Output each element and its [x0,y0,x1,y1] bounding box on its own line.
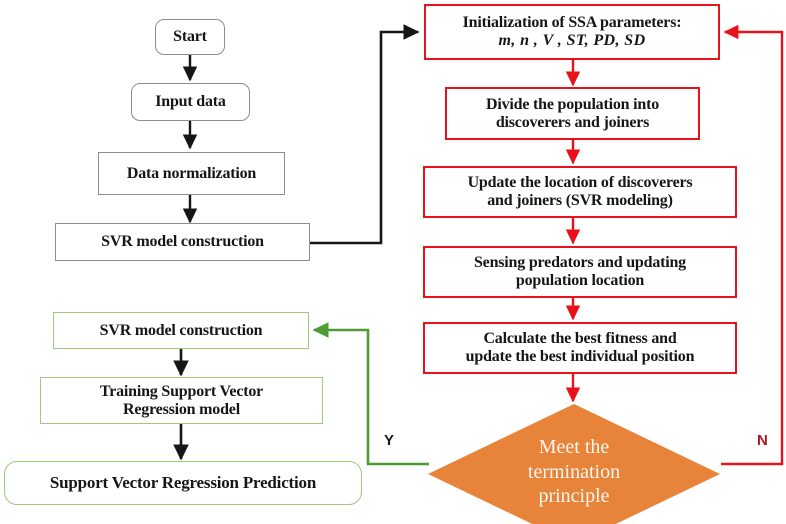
node-initialization[interactable]: Initialization of SSA parameters: m, n ,… [424,4,720,60]
node-calculate-fitness-line1: Calculate the best fitness and [483,330,677,348]
node-data-normalization[interactable]: Data normalization [98,152,285,195]
node-calculate-fitness[interactable]: Calculate the best fitness and update th… [423,322,737,374]
node-sensing-predators[interactable]: Sensing predators and updating populatio… [423,246,737,298]
node-svr-model-construction-top-label: SVR model construction [101,233,264,251]
node-divide-population[interactable]: Divide the population into discoverers a… [445,87,700,140]
node-svr-prediction[interactable]: Support Vector Regression Prediction [4,461,362,505]
node-training-svr-line1: Training Support Vector [99,382,264,400]
node-sensing-predators-line1: Sensing predators and updating [473,254,686,272]
node-input-data-label: Input data [155,93,226,111]
node-svr-model-construction-bottom-label: SVR model construction [99,321,263,339]
decision-line3: principle [538,485,610,508]
node-divide-population-line2: discoverers and joiners [495,113,650,131]
node-update-location-line1: Update the location of discoverers [467,174,693,192]
node-decision-termination-label: Meet the termination principle [528,435,620,512]
node-input-data[interactable]: Input data [131,83,250,121]
node-data-normalization-label: Data normalization [126,164,257,182]
node-svr-model-construction-bottom[interactable]: SVR model construction [53,312,309,349]
node-divide-population-line1: Divide the population into [485,95,660,113]
node-calculate-fitness-line2: update the best individual position [465,348,695,365]
node-update-location-line2: and joiners (SVR modeling) [487,192,673,209]
node-training-svr-line2: Regression model [123,400,240,418]
node-update-location[interactable]: Update the location of discoverers and j… [423,166,737,218]
node-initialization-line1: Initialization of SSA parameters: [462,14,682,32]
edge-svr-to-initialization [310,24,420,245]
node-svr-model-construction-top[interactable]: SVR model construction [55,223,310,261]
node-training-svr[interactable]: Training Support Vector Regression model [40,377,323,424]
decision-line1: Meet the [538,436,610,459]
edge-decision-yes-branch [312,322,429,466]
node-start-label: Start [173,28,207,46]
node-sensing-predators-line2: population location [515,272,645,289]
decision-line2: termination [527,460,621,483]
edge-label-yes: Y [384,432,395,449]
edge-label-no: N [757,432,768,449]
node-initialization-parameters: m, n , V , ST, PD, SD [498,32,646,49]
node-decision-termination[interactable]: Meet the termination principle [428,404,720,524]
node-svr-prediction-label: Support Vector Regression Prediction [49,473,317,493]
node-start[interactable]: Start [155,19,225,55]
